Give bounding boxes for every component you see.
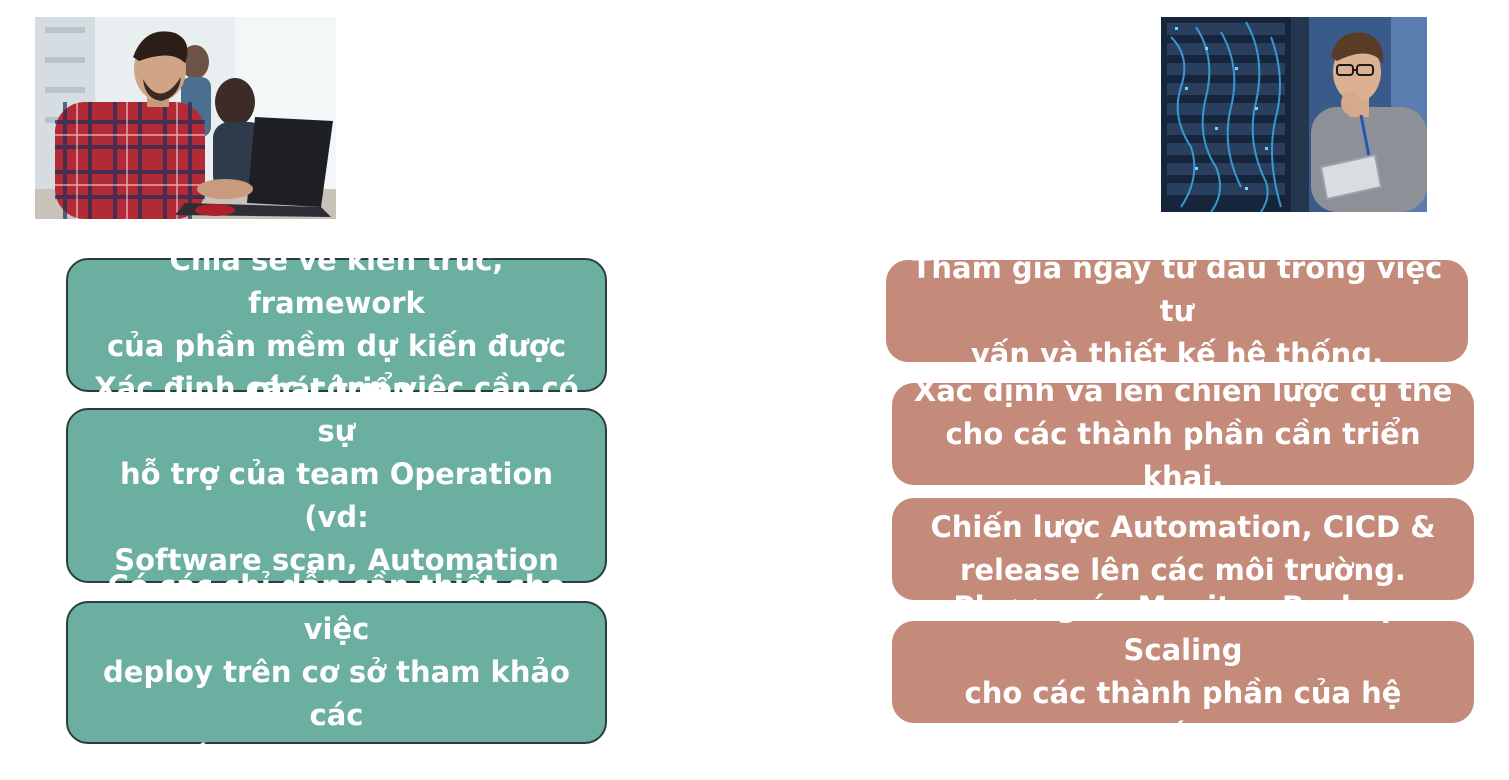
dev-task-box-3: Có các chỉ dẫn cần thiết cho việc deploy… <box>66 569 607 775</box>
dev-task-box-1: Chia sẻ về kiến trúc, framework của phần… <box>66 243 607 406</box>
ops-task-box-1: Tham gia ngay từ đầu trong việc tư vấn v… <box>886 251 1468 371</box>
server-engineer-image <box>1161 17 1427 212</box>
ops-task-box-4: Phương án Monitor, Backup, Scaling cho c… <box>892 590 1474 753</box>
dev-task-box-2: Xác định các công việc cần có sự hỗ trợ … <box>66 371 607 620</box>
developer-photo <box>35 17 336 219</box>
ops-task-box-2: Xác định và lên chiến lược cụ thể cho cá… <box>892 374 1474 494</box>
ops-task-box-3: Chiến lược Automation, CICD & release lê… <box>892 498 1474 600</box>
server-engineer-photo <box>1161 17 1427 212</box>
developer-image <box>35 17 336 219</box>
